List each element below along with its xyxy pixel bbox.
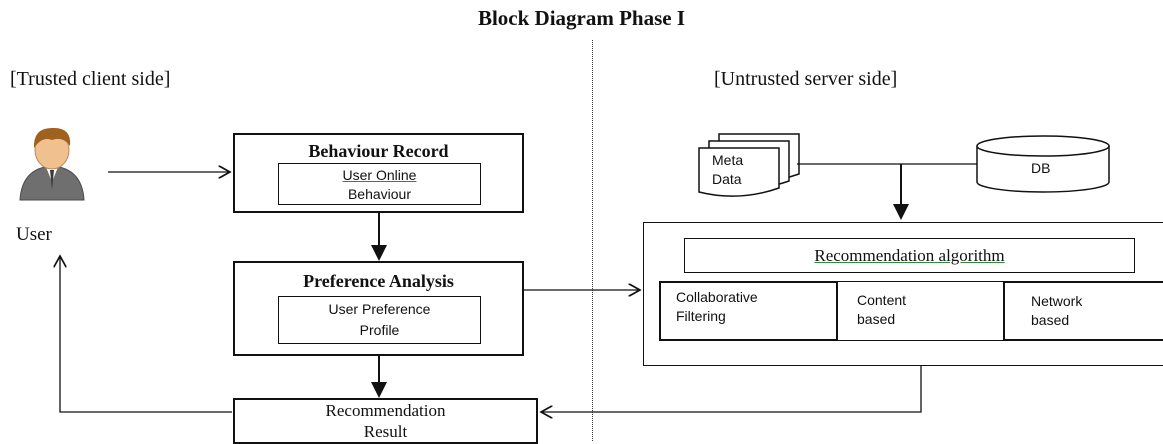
method-network-line1: Network: [1031, 293, 1083, 309]
recommendation-result-line1: Recommendation: [325, 401, 446, 420]
behaviour-inner-box: User Online Behaviour: [278, 163, 481, 205]
user-label: User: [16, 224, 52, 245]
server-side-label: [Untrusted server side]: [714, 68, 898, 90]
client-side-label: [Trusted client side]: [10, 68, 171, 90]
recommendation-result-line2: Result: [363, 422, 408, 441]
metadata-label: Meta Data: [712, 151, 743, 189]
behaviour-inner-line2: Behaviour: [347, 186, 412, 202]
recommendation-result-box: Recommendation Result: [233, 398, 538, 444]
method-collaborative-line1: Collaborative: [676, 289, 758, 305]
recommendation-algorithm-title-box: Recommendation algorithm: [684, 238, 1135, 273]
method-content-line2: based: [857, 311, 896, 327]
behaviour-record-title: Behaviour Record: [308, 141, 449, 161]
preference-inner-line1: User Preference: [328, 301, 431, 317]
method-content-box: Content based: [836, 281, 1005, 341]
recommendation-algorithm-title: Recommendation algorithm: [814, 245, 1005, 265]
user-icon: [19, 127, 85, 201]
preference-inner-box: User Preference Profile: [278, 296, 481, 344]
document-stack-icon: [698, 133, 800, 197]
trust-boundary-divider: [592, 40, 593, 441]
method-collaborative-line2: Filtering: [676, 308, 726, 324]
behaviour-record-box: Behaviour Record User Online Behaviour: [233, 133, 524, 213]
behaviour-inner-line1: User Online: [342, 167, 417, 183]
recommendation-panel: Recommendation algorithm Collaborative F…: [643, 222, 1163, 366]
metadata-line2: Data: [712, 171, 742, 187]
method-content-line1: Content: [857, 292, 907, 308]
method-collaborative-box: Collaborative Filtering: [659, 281, 838, 341]
preference-inner-line2: Profile: [359, 322, 400, 338]
db-label: DB: [1031, 160, 1051, 176]
method-network-line2: based: [1031, 312, 1070, 328]
method-network-box: Network based: [1003, 281, 1163, 341]
diagram-title: Block Diagram Phase I: [477, 6, 686, 30]
preference-analysis-title: Preference Analysis: [303, 271, 454, 291]
metadata-line1: Meta: [712, 152, 744, 168]
database-icon: [976, 135, 1110, 193]
preference-analysis-box: Preference Analysis User Preference Prof…: [233, 261, 524, 356]
